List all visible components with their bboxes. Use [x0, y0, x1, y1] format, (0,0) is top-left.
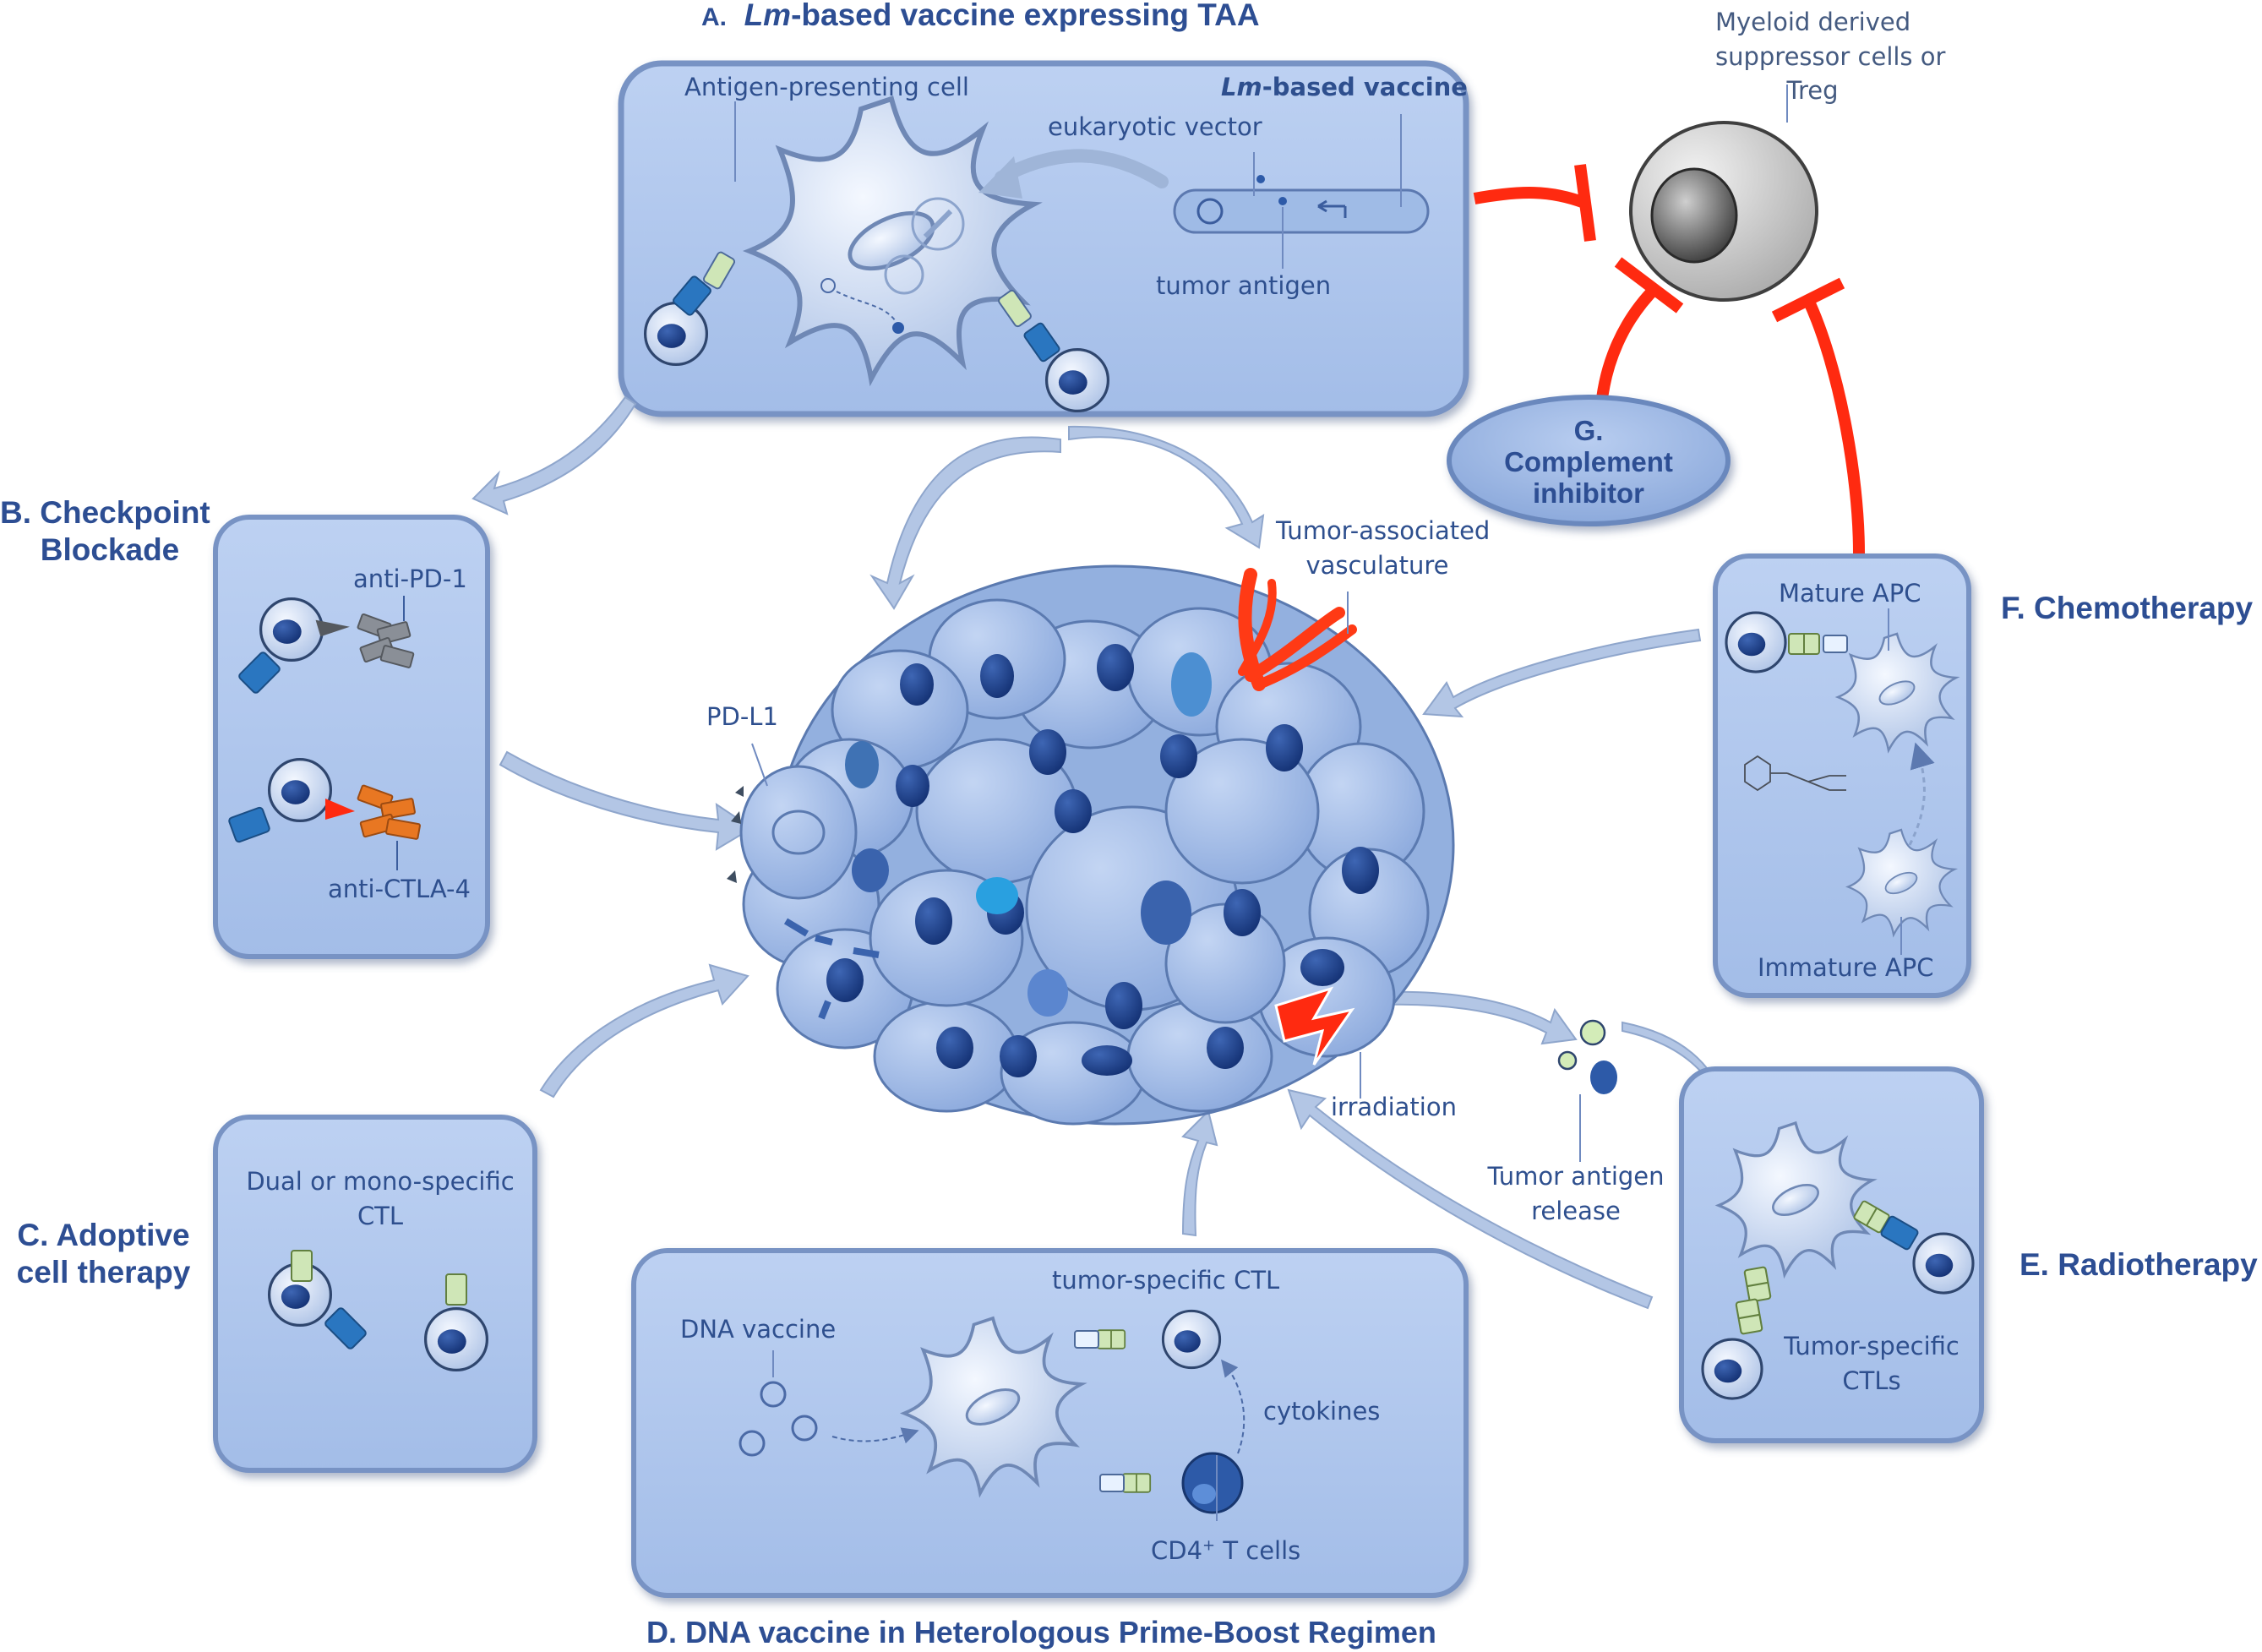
section-a-title: A. Lm-based vaccine expressing TAA — [701, 0, 1260, 32]
t-cell-icon — [1701, 1338, 1763, 1400]
lightning-icon — [1274, 986, 1355, 1066]
panel-g — [1447, 395, 1731, 526]
tumor-antigen-label: tumor antigen — [1156, 271, 1332, 300]
tumor-specific-ctl-label: tumor-specific CTL — [1052, 1266, 1280, 1295]
mature-apc-label: Mature APC — [1779, 579, 1921, 608]
section-f-title: F. Chemotherapy — [2001, 591, 2254, 625]
section-d-title: D. DNA vaccine in Heterologous Prime-Boo… — [646, 1615, 1436, 1649]
antibody-icon — [357, 784, 421, 840]
apc-label: Antigen-presenting cell — [684, 73, 969, 101]
t-cell-icon — [267, 757, 333, 823]
tcr-receptor-icon — [1096, 1329, 1126, 1349]
anti-pd1-label: anti-PD-1 — [353, 564, 467, 593]
section-e-title: E. Radiotherapy — [2019, 1247, 2258, 1282]
lm-bacterium-icon — [1173, 188, 1430, 234]
pd-l1-label: PD-L1 — [706, 702, 778, 731]
plasmid-icon — [739, 1381, 818, 1457]
t-cell-icon — [643, 301, 709, 367]
blood-vessel-icon — [1238, 568, 1357, 691]
cd4-t-cells-label: CD4+ T cells — [1151, 1536, 1301, 1565]
t-cell-icon — [1044, 347, 1110, 413]
mdsc-cell-icon — [1629, 121, 1818, 302]
tumor-fragments — [783, 918, 880, 1020]
tcr-receptor-icon — [1743, 1266, 1772, 1303]
vesicle-icon — [911, 197, 965, 251]
t-cell-icon — [1161, 1309, 1222, 1370]
t-cell-icon — [423, 1306, 489, 1372]
tcr-receptor-icon — [1735, 1298, 1763, 1335]
anti-ctla4-label: anti-CTLA-4 — [328, 875, 471, 903]
dna-vaccine-label: DNA vaccine — [680, 1315, 837, 1344]
antibody-icon — [315, 613, 415, 668]
uptake-arrow — [995, 149, 1169, 188]
t-cell-icon — [259, 597, 324, 662]
cyclophosphamide-structure-icon — [1744, 755, 1846, 792]
tumor-nuclei — [826, 644, 1379, 1077]
tcr-receptor-icon — [1121, 1473, 1152, 1493]
lm-vaccine-label: Lm-based vaccine — [1221, 73, 1468, 101]
inhibition-line-a — [1473, 187, 1587, 209]
t-cell-icon — [1725, 611, 1787, 673]
t-cell-icon — [1912, 1232, 1975, 1295]
panel-c — [213, 1115, 537, 1473]
cytokines-label: cytokines — [1263, 1397, 1381, 1426]
immature-apc-label: Immature APC — [1758, 953, 1934, 982]
irradiation-label: irradiation — [1331, 1093, 1457, 1121]
tcr-receptor-icon — [1788, 633, 1820, 655]
cd4-t-cell-icon — [1181, 1452, 1244, 1514]
inhibition-line-f — [1802, 297, 1865, 554]
eukaryotic-vector-label: eukaryotic vector — [1048, 112, 1262, 141]
inhibition-line-g — [1595, 283, 1660, 406]
